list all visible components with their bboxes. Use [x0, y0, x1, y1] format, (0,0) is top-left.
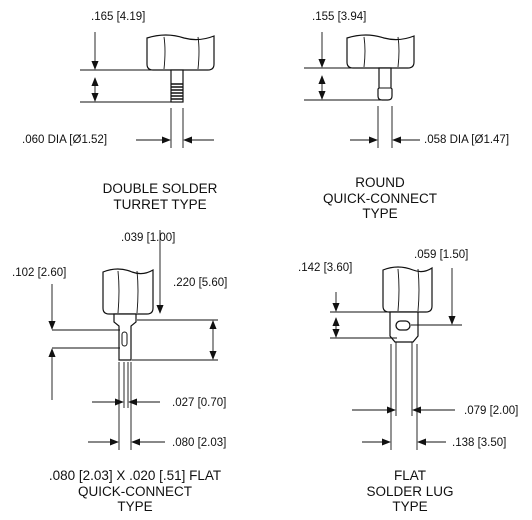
round-qc-caption-line-2: QUICK-CONNECT: [323, 190, 437, 206]
turret-terminal: [146, 34, 215, 103]
solder-lug-thickness-dim: .079 [2.00]: [464, 405, 519, 417]
round-qc-pin: [377, 67, 393, 101]
round-qc-body: [346, 34, 415, 69]
flat-qc-body-break: [117, 270, 139, 314]
flat-qc-thickness-dim: .027 [0.70]: [172, 397, 227, 409]
round-qc-caption-line-1: ROUND: [355, 175, 405, 190]
solder-lug-hole: [395, 320, 411, 331]
flat-qc-dimensions: [48, 230, 218, 450]
round-qc-height-dim: .155 [3.94]: [312, 11, 367, 23]
turret-dimensions: [80, 32, 214, 148]
turret-caption: DOUBLE SOLDER TURRET TYPE: [60, 181, 260, 212]
round-qc-caption: ROUND QUICK-CONNECT TYPE: [280, 175, 480, 222]
flat-qc-body: [102, 268, 154, 315]
solder-lug-caption: FLAT SOLDER LUG TYPE: [320, 468, 500, 515]
turret-grooves: [171, 83, 183, 100]
flat-qc-tab: [113, 313, 137, 361]
round-qc-dimensions: [304, 32, 420, 148]
solder-lug-width-dim: .138 [3.50]: [452, 437, 507, 449]
flat-qc-slot-dim: .039 [1.00]: [121, 232, 176, 244]
flat-qc-width-dim: .080 [2.03]: [172, 437, 227, 449]
round-qc-caption-line-3: TYPE: [362, 206, 398, 221]
round-qc-body-break: [363, 36, 400, 68]
solder-lug-dimensions: [330, 268, 462, 450]
turret-caption-line-2: TURRET TYPE: [113, 196, 207, 212]
flat-qc-length-dim: .220 [5.60]: [173, 277, 228, 289]
solder-lug-terminal: [382, 266, 433, 343]
flat-qc-offset-dim: .102 [2.60]: [12, 267, 67, 279]
solder-lug-caption-line-2: SOLDER LUG: [366, 483, 454, 499]
solder-lug-body: [382, 266, 433, 313]
turret-body: [146, 34, 215, 71]
turret-body-break: [163, 36, 200, 70]
solder-lug-caption-line-3: TYPE: [392, 499, 428, 514]
turret-height-dim: .165 [4.19]: [91, 11, 146, 23]
solder-lug-offset-dim: .142 [3.60]: [298, 262, 353, 274]
solder-lug-tab: [389, 311, 419, 343]
solder-lug-body-break: [397, 268, 420, 312]
solder-lug-caption-line-1: FLAT: [393, 468, 426, 483]
flat-qc-slot: [121, 331, 128, 347]
flat-qc-caption-line-1: .080 [2.03] X .020 [.51] FLAT: [48, 468, 222, 483]
flat-qc-caption: .080 [2.03] X .020 [.51] FLAT QUICK-CONN…: [10, 468, 260, 515]
turret-post: [170, 69, 184, 103]
turret-dia-dim: .060 DIA [Ø1.52]: [22, 134, 108, 146]
flat-qc-caption-line-3: TYPE: [117, 499, 153, 514]
flat-qc-terminal: [102, 268, 154, 361]
solder-lug-hole-dim: .059 [1.50]: [414, 249, 469, 261]
turret-caption-line-1: DOUBLE SOLDER: [102, 181, 218, 196]
round-qc-dia-dim: .058 DIA [Ø1.47]: [424, 134, 510, 146]
round-qc-terminal: [346, 34, 415, 101]
flat-qc-caption-line-2: QUICK-CONNECT: [78, 483, 192, 499]
